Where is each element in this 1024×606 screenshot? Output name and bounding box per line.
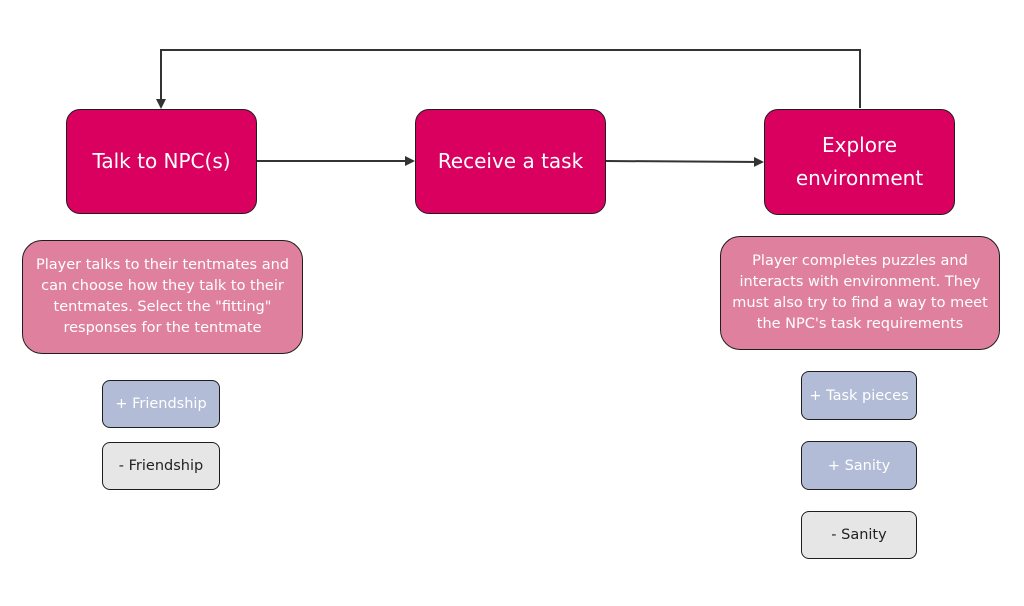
sanity-plus-tag: + Sanity <box>801 441 917 490</box>
sanity-minus-tag: - Sanity <box>801 511 917 559</box>
receive-task-node: Receive a task <box>415 109 606 214</box>
explore-environment-label: Explore environment <box>795 133 924 190</box>
task-pieces-plus-tag: + Task pieces <box>801 371 917 420</box>
friendship-minus-label: - Friendship <box>118 458 204 474</box>
talk-description-note: Player talks to their tentmates and can … <box>22 240 303 354</box>
arrow-receive-to-explore <box>605 156 764 167</box>
talk-to-npc-label: Talk to NPC(s) <box>92 149 231 173</box>
talk-to-npc-node: Talk to NPC(s) <box>66 109 257 214</box>
arrow-explore-loop-back <box>156 49 861 109</box>
friendship-plus-label: + Friendship <box>115 396 207 412</box>
receive-task-label: Receive a task <box>437 149 584 173</box>
sanity-minus-label: - Sanity <box>831 527 887 543</box>
friendship-plus-tag: + Friendship <box>102 380 220 428</box>
talk-description-text: Player talks to their tentmates and can … <box>36 257 289 336</box>
task-pieces-plus-label: + Task pieces <box>809 387 909 404</box>
explore-description-text: Player completes puzzles and interacts w… <box>732 253 988 332</box>
friendship-minus-tag: - Friendship <box>102 442 220 490</box>
explore-environment-node: Explore environment <box>764 109 955 215</box>
explore-description-note: Player completes puzzles and interacts w… <box>720 236 1000 350</box>
sanity-plus-label: + Sanity <box>827 457 891 474</box>
